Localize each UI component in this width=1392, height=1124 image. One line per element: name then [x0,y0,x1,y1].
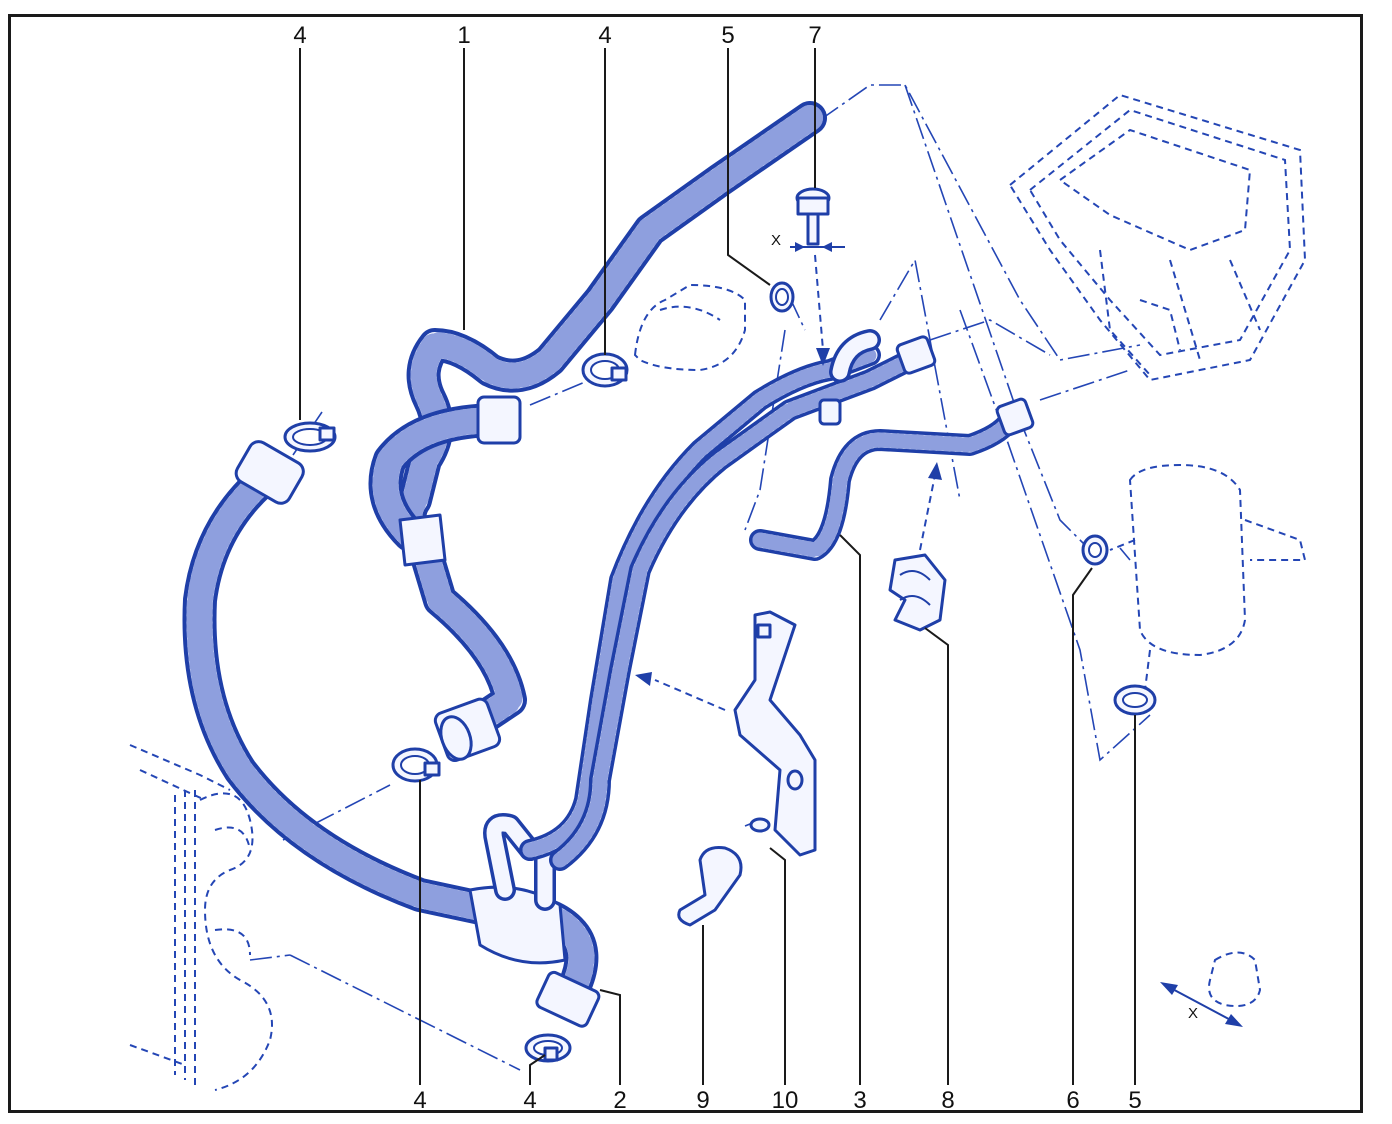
hose-2 [182,440,601,1028]
callout-5-top: 5 [721,22,734,49]
guide-lines [249,84,1151,1071]
clamp-5-top [769,281,795,313]
clamp-6 [1081,534,1109,566]
expansion-tank-outline [1109,463,1307,691]
clip-9 [677,817,771,927]
twin-pipes [519,329,937,871]
callout-labels: 4 1 4 5 7 4 4 2 9 10 3 8 6 5 X X [293,22,1198,1114]
callout-9: 9 [696,1087,709,1114]
clamp-4-bottom [524,1033,572,1063]
clamp-4-top-left [283,421,337,453]
clamp-4-top-middle [581,352,629,388]
clip-8 [888,462,947,632]
leader-lines [299,48,1136,1085]
callout-4-top-middle: 4 [598,22,611,49]
callout-7: 7 [808,22,821,49]
bracket-10 [635,610,817,857]
heater-box-outline [1008,93,1307,382]
callout-8: 8 [941,1087,954,1114]
callout-4-bottom: 4 [523,1087,536,1114]
callout-4-top-left: 4 [293,22,306,49]
callout-3: 3 [853,1087,866,1114]
hose-1 [368,101,827,762]
radiator-outline [129,744,273,1091]
hose-3 [749,397,1035,561]
dimension-detail [1160,951,1262,1027]
clamp-5-right [1113,684,1157,716]
callout-6: 6 [1066,1087,1079,1114]
dimension-mark-top: X [771,232,781,249]
callout-1: 1 [457,22,470,49]
callout-5-bottom: 5 [1128,1087,1141,1114]
dimension-mark-bottom: X [1188,1005,1198,1022]
bolt-7 [790,187,845,366]
clamp-4-lower-middle [391,747,441,783]
callout-2: 2 [613,1087,626,1114]
callout-10: 10 [772,1087,799,1114]
valve-component [633,283,746,372]
callout-4-bottom-left: 4 [413,1087,426,1114]
